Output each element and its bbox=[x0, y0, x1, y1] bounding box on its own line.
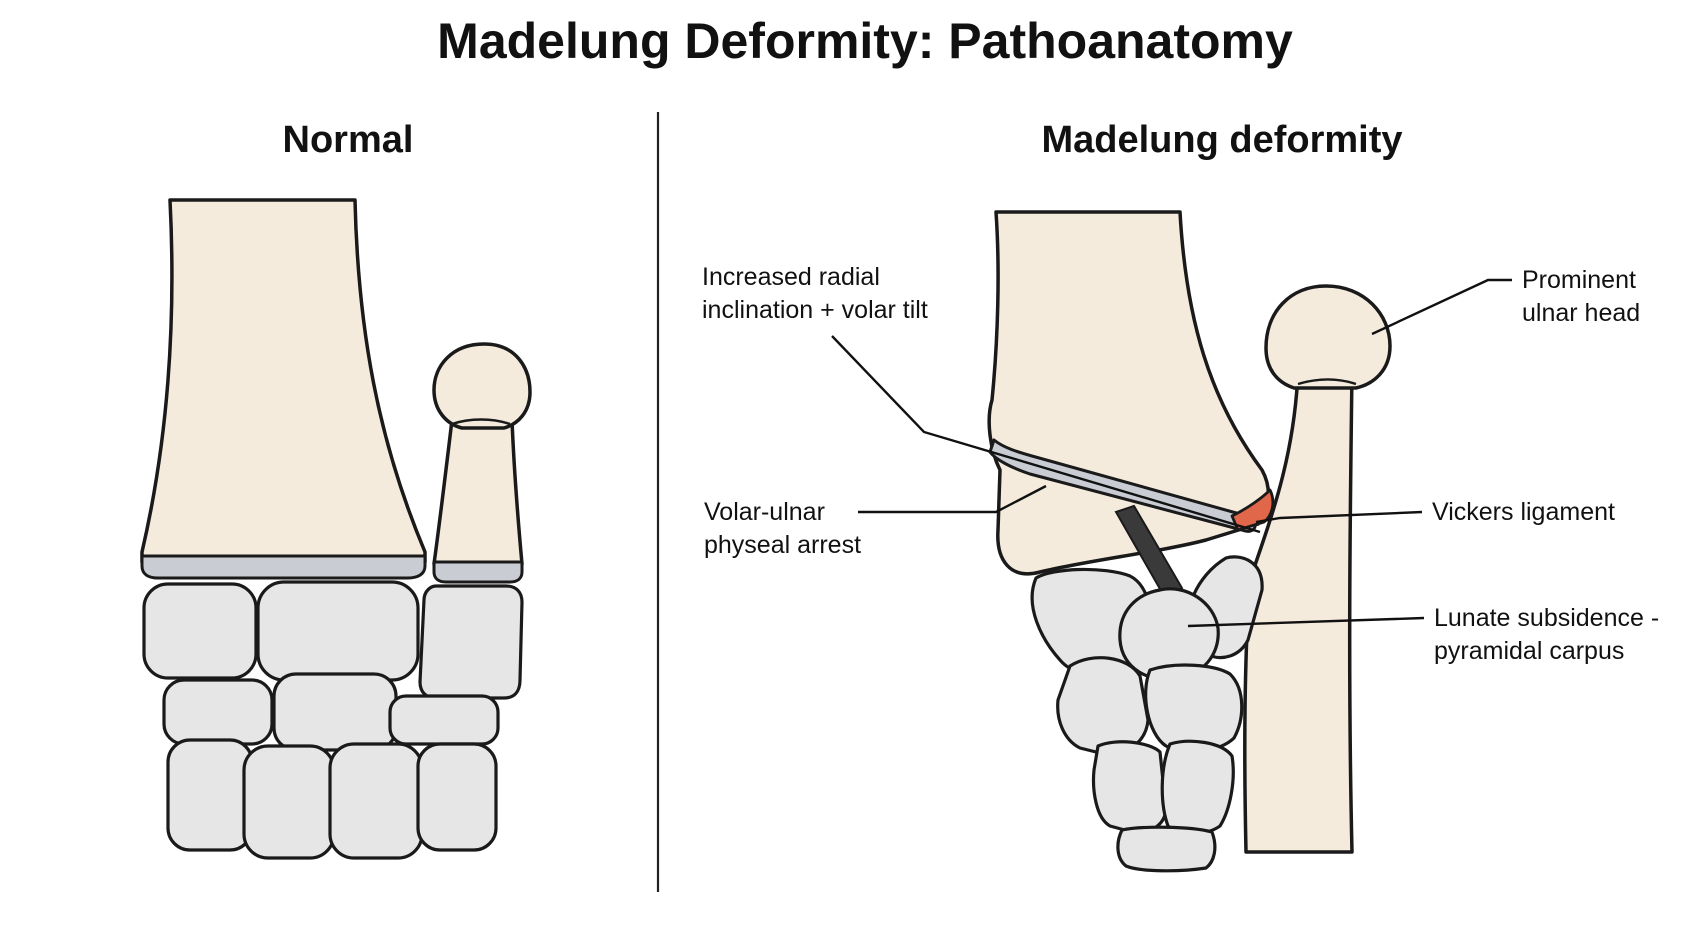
label-vickers-line1: Vickers ligament bbox=[1432, 498, 1615, 526]
deformity-ulna-head bbox=[1264, 284, 1392, 390]
label-lunate-line2: pyramidal carpus bbox=[1434, 637, 1624, 665]
normal-wrist bbox=[140, 198, 532, 860]
label-ulnar-head-line1: Prominent bbox=[1522, 266, 1636, 294]
label-lunate: Lunate subsidence - pyramidal carpus bbox=[1187, 604, 1659, 665]
label-radial-inclination: Increased radial inclination + volar til… bbox=[702, 263, 1261, 534]
deformity-carpal-d3 bbox=[1116, 825, 1217, 873]
label-physeal-arrest-line1: Volar-ulnar bbox=[704, 498, 825, 526]
normal-carpal-d1 bbox=[166, 738, 254, 852]
label-radial-inclination-line2: inclination + volar tilt bbox=[702, 296, 928, 324]
leader-ulnar-head bbox=[1371, 278, 1512, 336]
leader-physeal-arrest bbox=[858, 484, 1047, 514]
leader-vickers bbox=[1255, 510, 1423, 524]
leader-radial-inclination bbox=[831, 335, 1261, 534]
label-lunate-line1: Lunate subsidence - bbox=[1434, 604, 1659, 632]
normal-carpal-d3 bbox=[328, 742, 424, 860]
label-radial-inclination-line1: Increased radial bbox=[702, 263, 880, 291]
label-physeal-arrest: Volar-ulnar physeal arrest bbox=[704, 484, 1047, 559]
normal-lunate bbox=[256, 580, 420, 682]
deformity-radius-physis bbox=[988, 438, 1257, 533]
normal-trapezium bbox=[162, 678, 274, 746]
deformity-carpal-d1 bbox=[1091, 740, 1168, 834]
normal-scaphoid bbox=[142, 582, 258, 680]
deformity-carpal-d2 bbox=[1160, 739, 1235, 836]
normal-carpal-d4 bbox=[416, 742, 498, 852]
label-ulnar-head-line2: ulnar head bbox=[1522, 299, 1640, 327]
deformity-wrist bbox=[987, 210, 1392, 873]
deformity-heading: Madelung deformity bbox=[1041, 119, 1402, 161]
deformity-carpal-m1 bbox=[1056, 656, 1150, 756]
deformity-ligament-band bbox=[1114, 504, 1184, 598]
deformity-carpal-m2 bbox=[1144, 663, 1244, 754]
normal-capitate bbox=[272, 672, 398, 752]
label-physeal-arrest-line2: physeal arrest bbox=[704, 531, 861, 559]
normal-radius bbox=[140, 198, 427, 564]
normal-triquetrum bbox=[418, 584, 524, 700]
normal-ulna-head bbox=[432, 342, 532, 430]
diagram-title: Madelung Deformity: Pathoanatomy bbox=[437, 13, 1293, 69]
normal-carpal-d2 bbox=[242, 744, 336, 860]
normal-ulna-shaft bbox=[432, 418, 524, 566]
label-ulnar-head: Prominent ulnar head bbox=[1371, 266, 1640, 336]
normal-pisiform bbox=[388, 694, 500, 746]
normal-radius-physis bbox=[140, 554, 427, 580]
leader-lunate bbox=[1187, 616, 1425, 628]
deformity-ulna-shaft bbox=[1243, 370, 1354, 854]
normal-heading: Normal bbox=[283, 119, 414, 161]
label-vickers: Vickers ligament bbox=[1255, 498, 1615, 526]
normal-ulna-physis bbox=[432, 560, 524, 584]
